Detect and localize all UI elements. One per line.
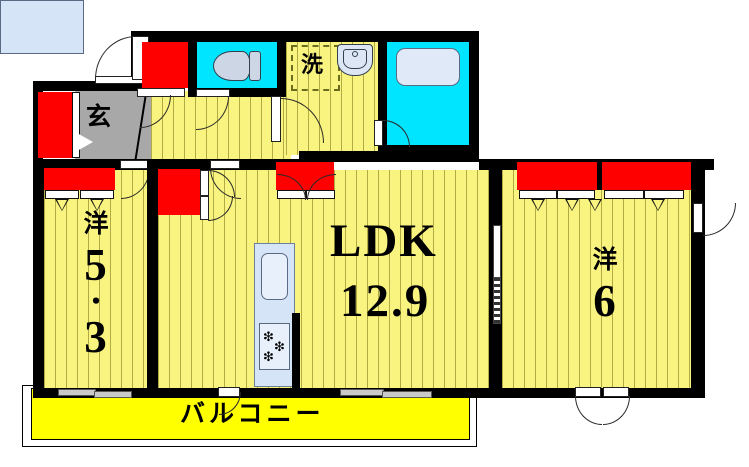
kitchen-partition-stub bbox=[292, 313, 300, 388]
sliding-partition-upper[interactable] bbox=[493, 225, 501, 279]
left-room-size-3: 3 bbox=[84, 312, 108, 362]
wall-mid-horizontal-right bbox=[299, 151, 479, 162]
right-room-exit-door-swing-1 bbox=[575, 396, 602, 425]
left-room-closet bbox=[44, 168, 115, 190]
lavatory-basin-inner bbox=[343, 49, 367, 69]
ldk-closet-left bbox=[158, 169, 200, 215]
kitchen-sink-icon bbox=[261, 253, 288, 300]
left-closet-vmark-2 bbox=[90, 199, 104, 211]
right-room-door-leaf[interactable] bbox=[693, 203, 703, 233]
left-room-size-dot: ・ bbox=[83, 289, 109, 316]
right-room-size: 6 bbox=[593, 276, 617, 326]
right-room-exit-door-swing-2 bbox=[603, 396, 630, 425]
left-room-label-stack: 洋 5 ・ 3 bbox=[68, 212, 124, 360]
left-room-closet-door-2[interactable] bbox=[80, 190, 114, 199]
shoe-closet bbox=[38, 92, 74, 158]
balcony-label: バルコニー bbox=[180, 401, 325, 428]
left-room-name: 洋 bbox=[83, 211, 109, 238]
washroom-door-leaf[interactable] bbox=[271, 96, 281, 142]
right-room-closet-door-1[interactable] bbox=[519, 190, 557, 199]
bath-door-leaf[interactable] bbox=[374, 120, 383, 146]
stove-burner-3: ❇ bbox=[263, 349, 274, 364]
right-room-closet-left bbox=[517, 162, 597, 190]
right-closet-vmark-4 bbox=[651, 199, 665, 211]
wall-right-exterior bbox=[691, 159, 705, 391]
bathtub-inner bbox=[396, 48, 460, 86]
washer-label: 洗 bbox=[301, 52, 324, 77]
right-room-door-swing bbox=[703, 203, 736, 236]
sliding-partition-lower[interactable] bbox=[493, 277, 501, 324]
left-room-closet-door-1[interactable] bbox=[45, 190, 79, 199]
right-room-closet-right bbox=[602, 162, 691, 190]
entrance-door-swing bbox=[95, 36, 136, 79]
toilet-tank-icon bbox=[249, 51, 261, 81]
wall-bath-left bbox=[378, 31, 387, 155]
left-room-window-rail-2 bbox=[94, 391, 132, 398]
right-room-closet-door-3[interactable] bbox=[604, 190, 644, 199]
wall-left-exterior-lower bbox=[33, 159, 44, 391]
wall-top-left-horizontal bbox=[33, 81, 155, 91]
wall-top-exterior bbox=[131, 31, 479, 42]
ldk-window-rail-2 bbox=[382, 391, 432, 398]
right-room-label-stack: 洋 6 bbox=[580, 248, 630, 324]
stove-burner-1: ❇ bbox=[263, 329, 274, 344]
entrance-label: 玄 bbox=[86, 104, 112, 131]
right-closet-vmark-2 bbox=[565, 199, 579, 211]
wall-bath-right bbox=[469, 31, 479, 155]
right-closet-vmark-1 bbox=[531, 199, 545, 211]
lavatory-drain-dot bbox=[352, 51, 358, 57]
right-room-closet-door-2[interactable] bbox=[557, 190, 595, 199]
ldk-size-label: 12.9 bbox=[340, 275, 431, 327]
wall-ldk-bottom bbox=[147, 388, 489, 398]
ldk-name-label: LDK bbox=[330, 215, 438, 267]
ldk-floor bbox=[158, 170, 489, 388]
shoe-closet-door bbox=[72, 92, 80, 158]
wall-toilet-bottom bbox=[188, 88, 286, 97]
right-room-closet-door-4[interactable] bbox=[644, 190, 684, 199]
gas-stove-icon bbox=[259, 323, 290, 370]
right-closet-vmark-3 bbox=[588, 199, 602, 211]
right-room-name: 洋 bbox=[592, 247, 618, 274]
left-room-size-5: 5 bbox=[84, 240, 108, 290]
hall-closet bbox=[142, 42, 188, 88]
toilet-bowl-icon bbox=[213, 51, 251, 81]
wall-hall-closet-right bbox=[188, 31, 197, 88]
bathtub-icon bbox=[0, 0, 84, 54]
wall-toilet-right bbox=[277, 31, 286, 90]
ldk-window-rail-1 bbox=[340, 389, 384, 396]
wall-between-left-room-and-ldk bbox=[147, 159, 158, 391]
left-room-floor bbox=[44, 170, 147, 388]
wall-bath-bottom bbox=[378, 145, 479, 155]
wall-right-room-closet-divider bbox=[597, 162, 602, 190]
entrance-step-marker bbox=[77, 133, 93, 151]
left-room-window-rail-1 bbox=[58, 389, 96, 396]
stove-burner-2: ❇ bbox=[274, 339, 285, 354]
wall-mid-horizontal-left bbox=[33, 159, 299, 170]
left-closet-vmark-1 bbox=[55, 199, 69, 211]
